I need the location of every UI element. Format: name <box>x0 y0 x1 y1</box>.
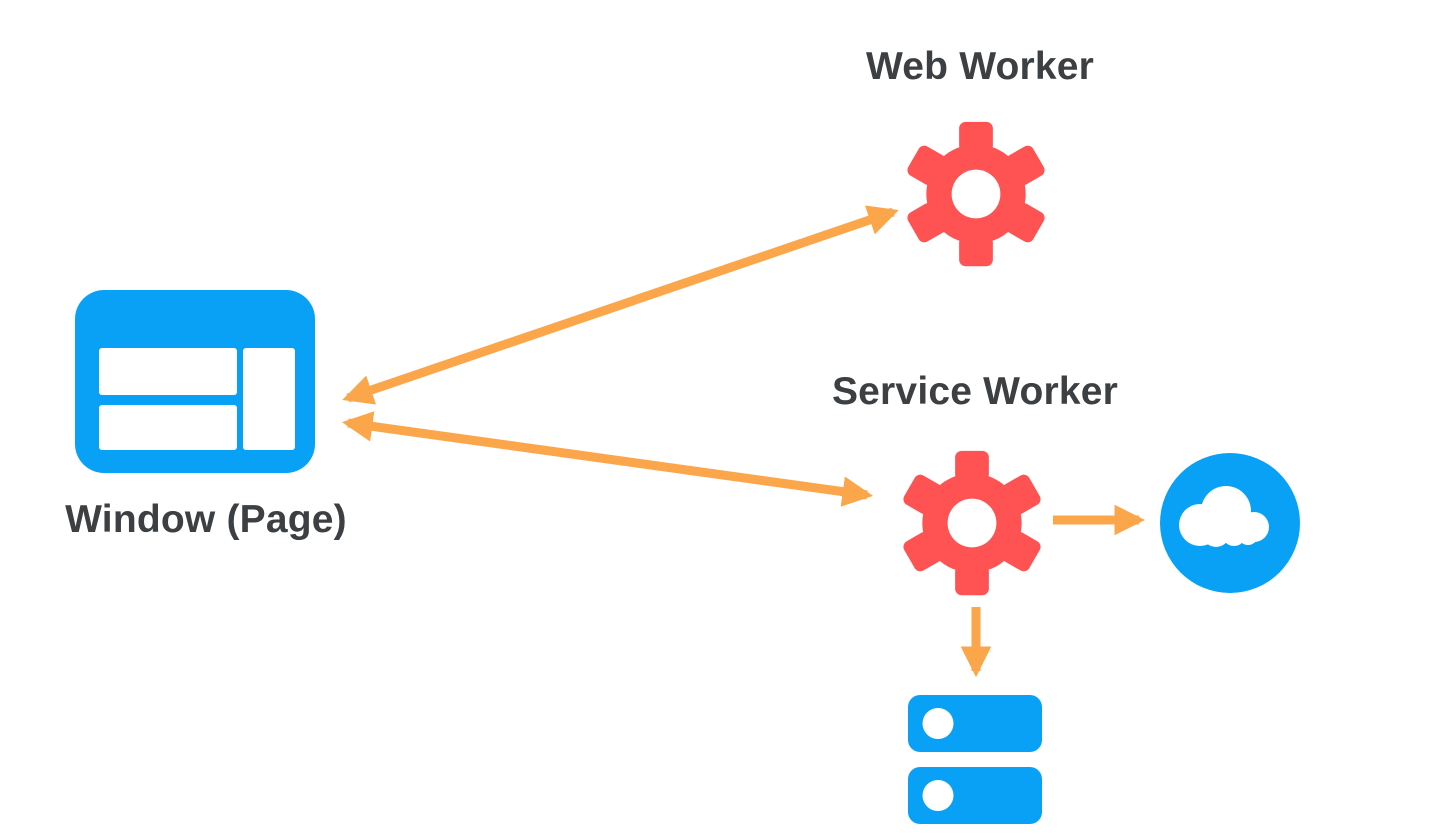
arrow-window-webworker <box>342 205 899 405</box>
web-worker-node <box>901 119 1051 269</box>
cloud-icon <box>1160 453 1300 593</box>
browser-window-icon <box>75 290 315 473</box>
gear-icon <box>907 121 1045 267</box>
arrow-window-serviceworker <box>341 411 874 507</box>
database-icon <box>908 695 1042 824</box>
service-worker-label: Service Worker <box>831 370 1119 413</box>
web-worker-label: Web Worker <box>865 45 1095 88</box>
network-node <box>1160 453 1300 593</box>
storage-node <box>908 695 1042 824</box>
window-node <box>75 290 315 473</box>
gear-icon <box>903 450 1041 596</box>
service-worker-node <box>897 448 1047 598</box>
window-label: Window (Page) <box>65 498 347 541</box>
